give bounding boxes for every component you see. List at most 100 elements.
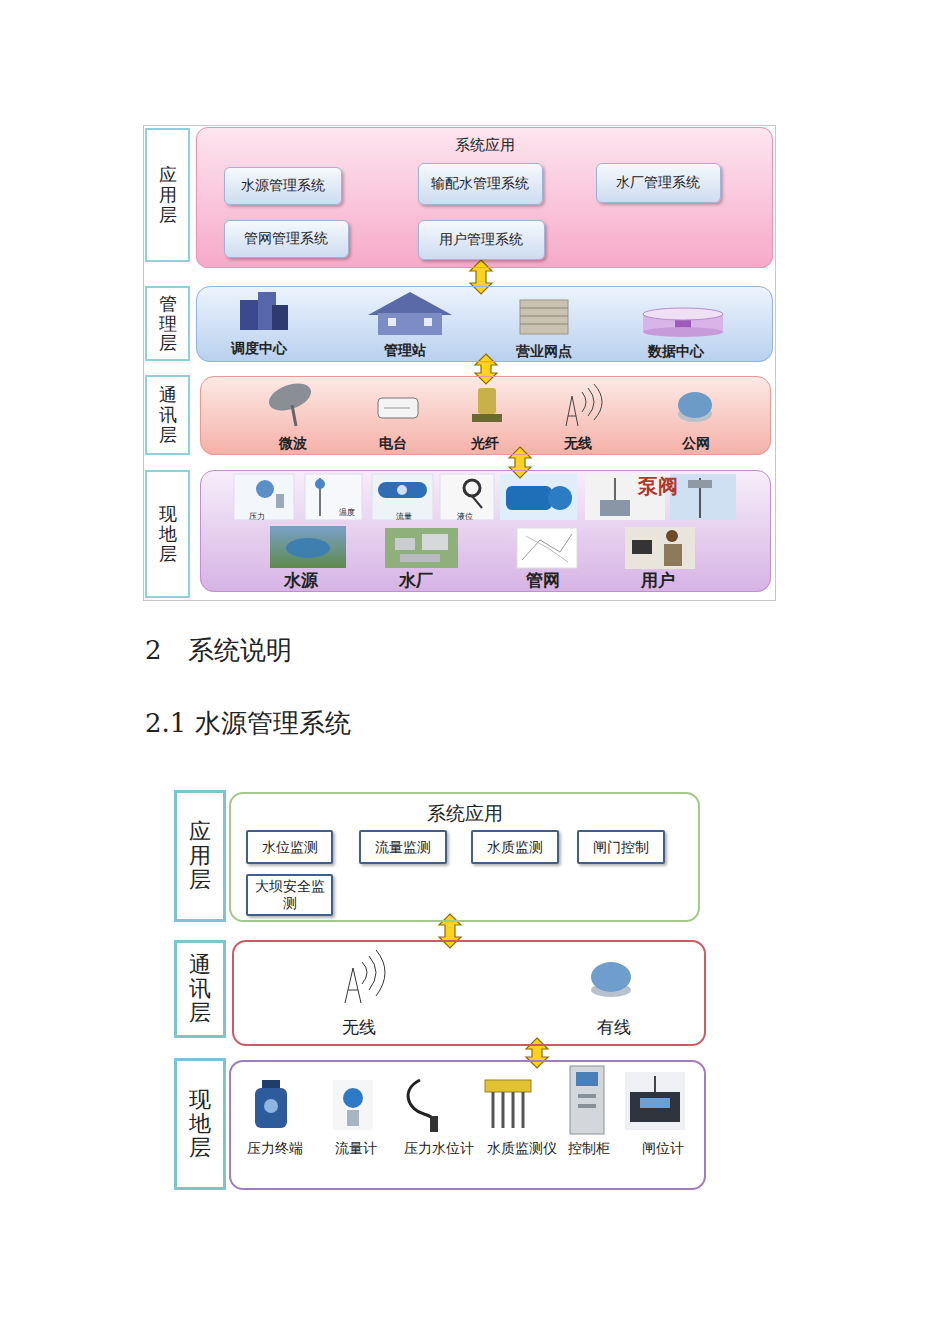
public-network-icon xyxy=(678,392,712,422)
icon-shape xyxy=(270,526,346,568)
icon-shape xyxy=(397,485,407,495)
dispatch-icon xyxy=(240,292,288,330)
radio-icon xyxy=(378,398,418,418)
icon-shape xyxy=(522,1092,525,1128)
wireless-icon xyxy=(345,950,385,1003)
band-label: 压力终端 xyxy=(247,1140,303,1157)
layer-label: 通讯层 xyxy=(174,940,226,1038)
layer-band: 压力温度流量液位泵阀水源水厂管网用户 xyxy=(200,470,771,592)
icon-shape xyxy=(643,327,723,337)
icon-shape xyxy=(576,1072,598,1086)
band-label: 控制柜 xyxy=(568,1140,610,1157)
layer-label: 现地层 xyxy=(174,1058,226,1190)
icon-shape xyxy=(378,482,427,498)
icon-shape xyxy=(512,1092,515,1128)
station-icon xyxy=(368,292,452,335)
box-label: 水厂管理系统 xyxy=(616,174,700,191)
icon-shape xyxy=(422,534,448,550)
band-label: 压力水位计 xyxy=(404,1140,474,1157)
layer-label: 应用层 xyxy=(174,790,226,922)
icon-shape xyxy=(594,384,602,420)
box-label: 水位监测 xyxy=(262,839,318,856)
icon-shape xyxy=(384,408,410,409)
band-label: 无线 xyxy=(342,1017,376,1037)
icon-shape xyxy=(347,1110,359,1126)
icon-shape xyxy=(630,1092,680,1122)
band-label: 数据中心 xyxy=(648,343,704,360)
icon-shape xyxy=(688,480,712,488)
layer-name: 应用层 xyxy=(189,820,211,893)
icon-shape xyxy=(600,500,630,516)
icon-shape xyxy=(520,300,568,334)
icon-shape xyxy=(305,474,362,520)
band-label: 闸位计 xyxy=(642,1140,684,1157)
water-quality-icon xyxy=(485,1080,531,1128)
box-label: 大坝安全监测 xyxy=(252,878,327,912)
icon-shape xyxy=(678,392,712,418)
section-heading: 2 系统说明 xyxy=(145,633,292,668)
layer-band: 系统应用水位监测 流量监测 水质监测 闸门控制大坝安全监测 xyxy=(229,792,700,922)
icon-shape xyxy=(643,308,723,320)
icon-shape xyxy=(345,968,361,1003)
icon-shape xyxy=(548,486,572,510)
icon-shape xyxy=(520,324,568,325)
band-label: 流量计 xyxy=(335,1140,377,1157)
layer-band: 系统应用水源管理系统输配水管理系统水厂管理系统管网管理系统用户管理系统 xyxy=(196,127,773,268)
icon-shape xyxy=(286,538,330,558)
band-label: 水质监测仪 xyxy=(487,1140,557,1157)
icon-shape xyxy=(388,318,396,326)
double-arrow xyxy=(475,354,497,384)
icon-shape xyxy=(333,1080,373,1130)
cabinet-icon xyxy=(570,1066,604,1134)
system-box: 闸门控制 xyxy=(577,830,665,864)
system-box: 输配水管理系统 xyxy=(418,163,543,205)
icon-shape xyxy=(472,414,502,422)
box-label: 流量监测 xyxy=(375,839,431,856)
band-fill xyxy=(200,376,771,455)
layer-name: 通讯层 xyxy=(189,953,211,1026)
icon-shape xyxy=(492,1092,495,1128)
layer-band: 微波电台光纤无线公网 xyxy=(200,376,771,455)
band-label: 系统应用 xyxy=(197,136,772,154)
layer-name: 现地层 xyxy=(159,504,177,563)
layer-label: 通讯层 xyxy=(145,375,190,455)
icon-shape xyxy=(654,1076,656,1092)
icon-shape xyxy=(520,316,568,317)
layer-label: 现地层 xyxy=(145,470,190,598)
icon-shape xyxy=(632,540,652,554)
icon-shape xyxy=(666,530,678,542)
layer-name: 应用层 xyxy=(159,165,177,224)
box-label: 输配水管理系统 xyxy=(431,175,529,192)
icon-shape xyxy=(343,1088,363,1108)
band-label: 管理站 xyxy=(384,342,426,359)
flowmeter-icon xyxy=(333,1080,373,1130)
icon-shape xyxy=(256,480,274,498)
band-label: 光纤 xyxy=(471,435,499,452)
icon-shape xyxy=(640,1098,670,1108)
icon-shape xyxy=(472,496,482,508)
band-label: 系统应用 xyxy=(231,802,698,825)
icon-shape xyxy=(378,313,442,335)
layer-band: 无线有线 xyxy=(232,940,706,1046)
icon-shape xyxy=(464,480,480,496)
layer-label: 应用层 xyxy=(145,128,190,262)
band-label: 温度 xyxy=(339,508,355,518)
icon-shape xyxy=(264,1099,278,1113)
icon-shape xyxy=(276,494,284,508)
icon-shape xyxy=(502,1092,505,1128)
band-label: 营业网点 xyxy=(516,343,572,360)
system-box: 管网管理系统 xyxy=(224,220,349,258)
icon-shape xyxy=(362,962,367,984)
icon-shape xyxy=(315,479,325,489)
band-label: 无线 xyxy=(564,435,592,452)
icon-shape xyxy=(625,1072,685,1130)
icon-shape xyxy=(582,392,586,412)
system-box: 水源管理系统 xyxy=(224,167,342,205)
icon-shape xyxy=(378,398,418,418)
box-label: 水质监测 xyxy=(487,839,543,856)
layer-name: 现地层 xyxy=(189,1088,211,1161)
icon-shape xyxy=(578,1094,596,1098)
fiber-icon xyxy=(472,388,502,422)
band-label: 公网 xyxy=(682,435,710,452)
